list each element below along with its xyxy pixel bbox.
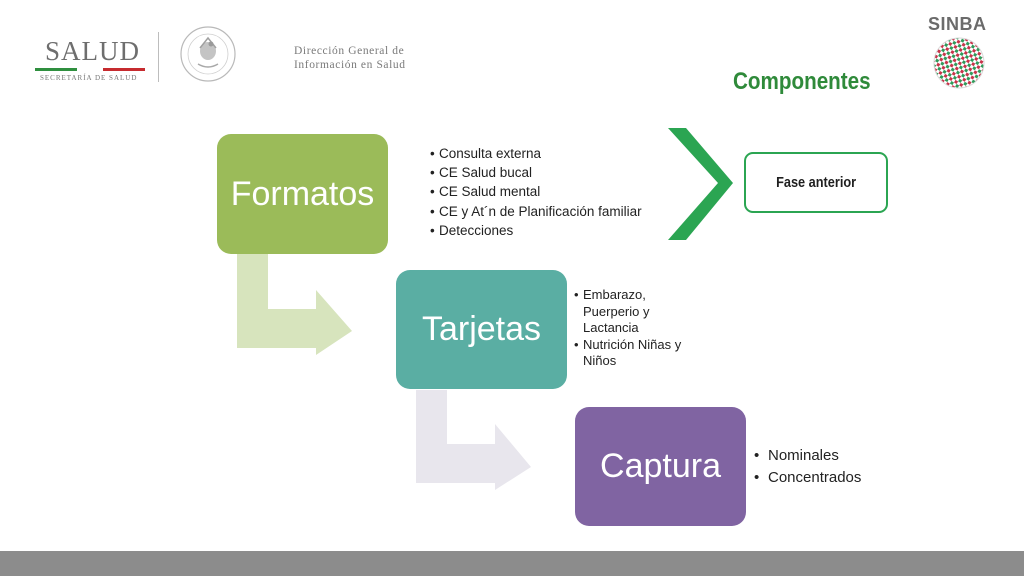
step-tarjetas-label: Tarjetas (421, 310, 542, 348)
list-item: Embarazo, Puerperio y Lactancia (574, 287, 699, 337)
list-item: CE Salud bucal (430, 163, 642, 182)
salud-logo: SALUD SECRETARÍA DE SALUD (30, 28, 152, 83)
globe-icon (933, 37, 985, 89)
captura-item-list: Nominales Concentrados (754, 445, 861, 489)
fase-anterior-label: Fase anterior (775, 174, 857, 191)
header-divider (158, 32, 159, 82)
salud-logo-subtitle: SECRETARÍA DE SALUD (40, 74, 138, 82)
department-name: Dirección General de Información en Salu… (294, 44, 406, 72)
list-item: Detecciones (430, 221, 642, 240)
step-captura-box: Captura (575, 407, 746, 526)
list-item: Consulta externa (430, 144, 642, 163)
section-title: Componentes (733, 68, 871, 95)
step-tarjetas-box: Tarjetas (396, 270, 567, 389)
salud-logo-wordmark: SALUD (45, 36, 141, 66)
step-captura-label: Captura (600, 447, 721, 485)
footer-bar (0, 551, 1024, 576)
step-formatos-label: Formatos (230, 174, 375, 213)
list-item: Nominales (754, 445, 861, 467)
sinba-logo-wordmark: SINBA (928, 14, 987, 34)
formatos-item-list: Consulta externa CE Salud bucal CE Salud… (430, 144, 642, 240)
coat-of-arms-icon (180, 26, 236, 82)
tarjetas-item-list: Embarazo, Puerperio y Lactancia Nutrició… (574, 287, 699, 370)
list-item: Concentrados (754, 467, 861, 489)
department-name-line2: Información en Salud (294, 59, 406, 71)
list-item: CE Salud mental (430, 182, 642, 201)
fase-anterior-button[interactable]: Fase anterior (744, 152, 888, 213)
step-formatos-box: Formatos (217, 134, 388, 254)
list-item: CE y At´n de Planificación familiar (430, 202, 642, 221)
department-name-line1: Dirección General de (294, 45, 405, 57)
salud-logo-flag-bar (35, 68, 145, 71)
list-item: Nutrición Niñas y Niños (574, 337, 699, 370)
